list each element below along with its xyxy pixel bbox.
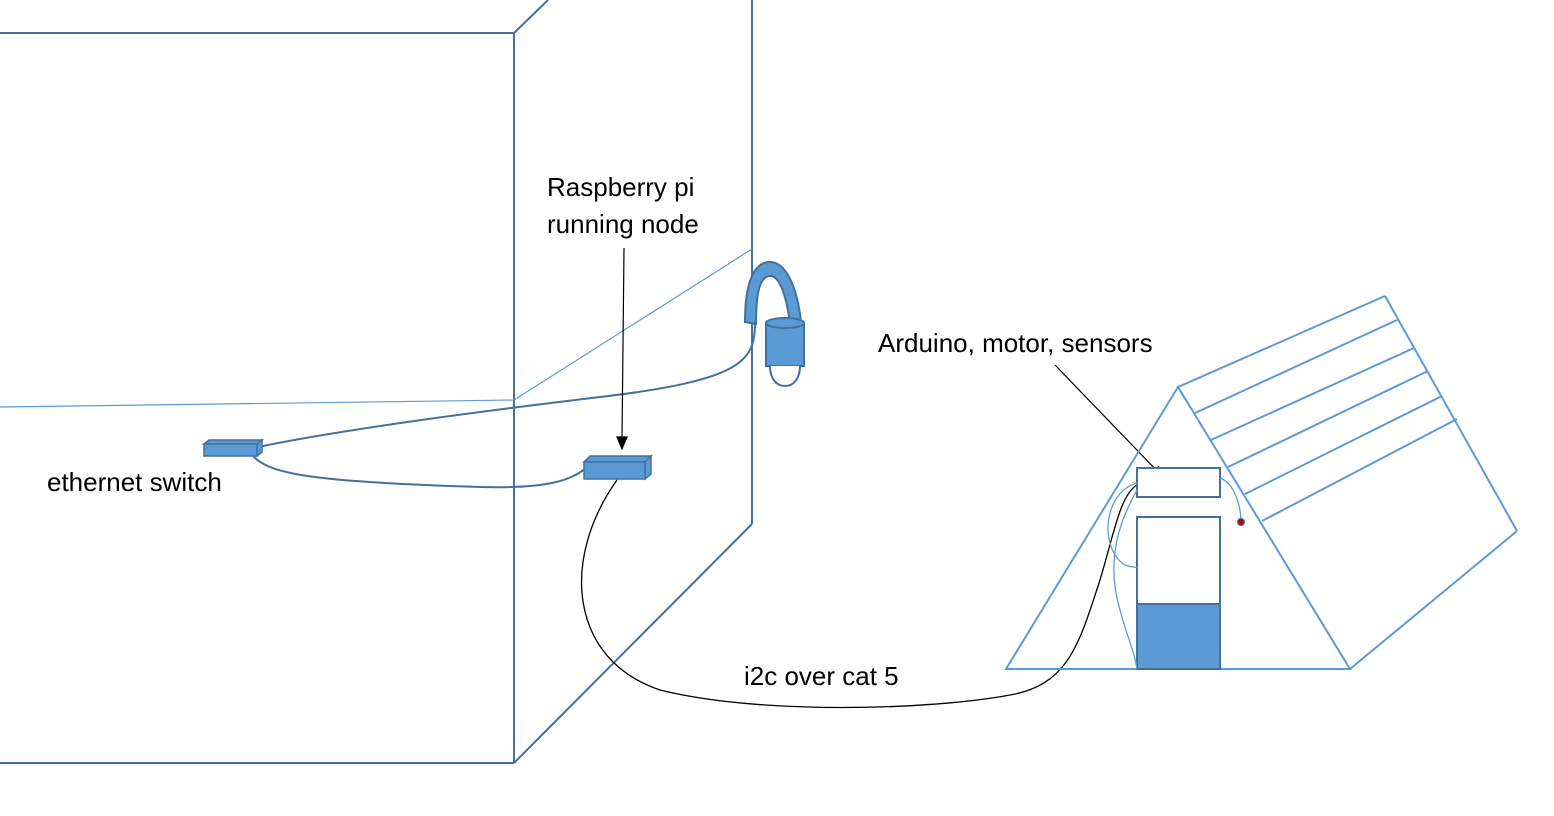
roof-slat	[1210, 347, 1415, 441]
switch-to-pi-cable	[252, 455, 586, 489]
coop-roof-ridge	[1177, 295, 1386, 388]
door-lower-fill	[1136, 603, 1221, 670]
i2c-label: i2c over cat 5	[744, 661, 899, 691]
arduino-label-arrow	[1054, 364, 1161, 475]
camera-device	[743, 260, 805, 388]
coop	[1004, 295, 1518, 670]
arduino-box	[1136, 467, 1221, 498]
sensor-dot	[1237, 518, 1245, 526]
camera-lens-dome	[769, 365, 801, 388]
ethernet-switch-box	[201, 438, 265, 458]
camera-body	[765, 322, 805, 367]
network-cables	[252, 321, 756, 489]
ethernet-switch-label: ethernet switch	[47, 467, 222, 497]
roof-slat	[1227, 370, 1429, 468]
pi-label-arrow	[621, 247, 625, 441]
coop-internal-wires	[1107, 477, 1242, 670]
i2c-cat5-cable	[581, 479, 1139, 709]
switch-front-face	[203, 443, 258, 457]
window-sill-line	[0, 248, 753, 408]
coop-roof-bottom-edge	[1349, 530, 1518, 670]
coop-door	[1136, 516, 1221, 670]
pi-top-face	[582, 455, 653, 463]
camera-to-switch-cable	[257, 321, 756, 448]
room-top-depth-edge	[513, 0, 549, 34]
room-bottom-depth-edge	[513, 523, 753, 764]
raspberry-pi-label-line2: running node	[547, 209, 699, 239]
roof-slat	[1261, 418, 1458, 522]
sensor-wire	[1219, 477, 1242, 521]
arduino-label: Arduino, motor, sensors	[878, 328, 1153, 358]
roof-slat	[1244, 395, 1443, 495]
raspberry-pi-box	[582, 454, 653, 481]
perspective-line	[0, 248, 753, 408]
coop-roof-back-edge	[1384, 295, 1518, 532]
camera-hood	[743, 260, 803, 326]
pi-label-arrowhead	[616, 436, 628, 451]
raspberry-pi-label-line1: Raspberry pi	[547, 172, 694, 202]
roof-slat	[1194, 319, 1398, 414]
pi-front-face	[583, 461, 646, 480]
room-box	[0, 0, 753, 764]
door-sensor-wire	[1113, 489, 1138, 670]
camera-body-top	[765, 317, 805, 329]
